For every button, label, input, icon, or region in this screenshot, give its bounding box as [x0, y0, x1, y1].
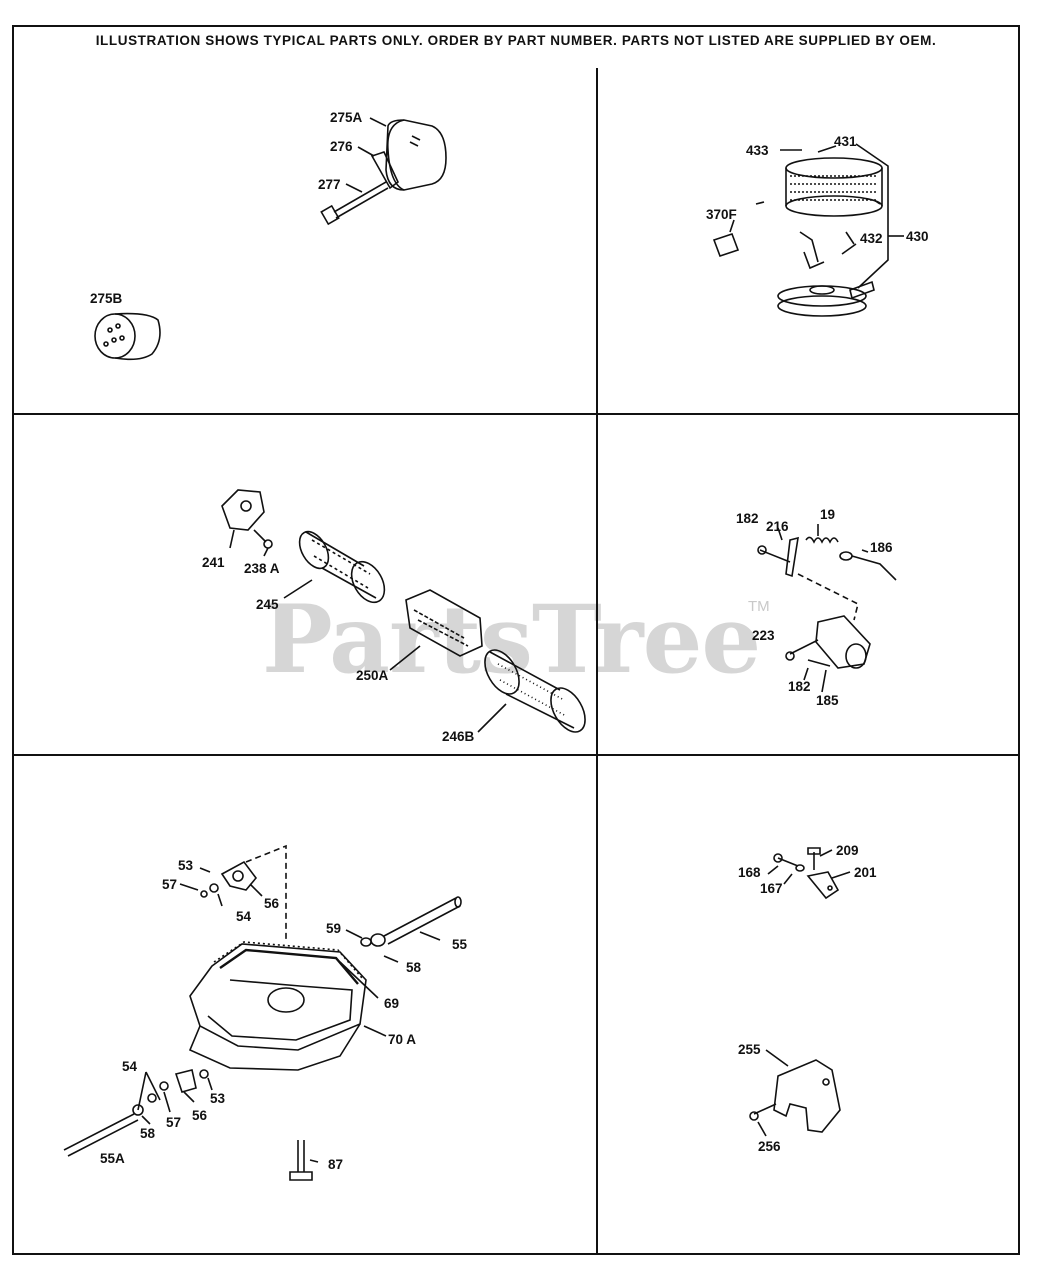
label-256: 256: [758, 1139, 781, 1154]
label-55: 55: [452, 937, 468, 952]
screw-223[interactable]: [785, 639, 819, 661]
clip-201[interactable]: [806, 871, 840, 900]
label-223: 223: [752, 628, 775, 643]
label-275a: 275A: [330, 110, 363, 125]
label-185: 185: [816, 693, 839, 708]
bolt-87[interactable]: [289, 1140, 313, 1181]
label-275b: 275B: [90, 291, 123, 306]
lever-216[interactable]: [785, 536, 799, 578]
mounting-flange-panel: [63, 844, 462, 1181]
label-277: 277: [318, 177, 341, 192]
filter-cage-250a[interactable]: [405, 589, 483, 657]
screw-238a[interactable]: [253, 529, 273, 549]
label-57-upper: 57: [162, 877, 177, 892]
label-54-upper: 54: [236, 909, 252, 924]
watermark-text: PartsTree: [262, 585, 761, 695]
air-filter-panel: [221, 489, 592, 738]
label-sticker-370f[interactable]: [712, 232, 740, 258]
filter-body-430[interactable]: [777, 231, 875, 317]
label-246b: 246B: [442, 729, 475, 744]
label-432: 432: [860, 231, 883, 246]
muffler-labels: 275A 276 277 275B: [90, 110, 363, 306]
deflector-part-276[interactable]: [370, 151, 399, 190]
crankshaft-55[interactable]: [383, 896, 462, 945]
label-59: 59: [326, 921, 341, 936]
shield-panel: [749, 1049, 841, 1137]
label-57-lower: 57: [166, 1115, 181, 1130]
link-186[interactable]: [839, 551, 897, 581]
label-430: 430: [906, 229, 929, 244]
governor-shaft-55a[interactable]: [63, 1113, 139, 1157]
filter-base-241[interactable]: [221, 489, 265, 531]
shield-labels: 255 256: [738, 1042, 781, 1154]
spring-19[interactable]: [805, 536, 839, 544]
label-201: 201: [854, 865, 877, 880]
air-cleaner-labels: 433 431 370F 432 430: [706, 134, 929, 246]
label-53-lower: 53: [210, 1091, 226, 1106]
label-56-lower: 56: [192, 1108, 208, 1123]
label-55a: 55A: [100, 1151, 125, 1166]
label-87: 87: [328, 1157, 343, 1172]
shield-255[interactable]: [773, 1059, 841, 1133]
label-53-upper: 53: [178, 858, 194, 873]
label-276: 276: [330, 139, 353, 154]
label-182-lower: 182: [788, 679, 811, 694]
screw-256[interactable]: [749, 1103, 777, 1121]
frame-grid: [12, 25, 1020, 1255]
label-69: 69: [384, 996, 399, 1011]
label-241: 241: [202, 555, 225, 570]
label-182-upper: 182: [736, 511, 759, 526]
bracket-185[interactable]: [815, 615, 871, 669]
label-216: 216: [766, 519, 789, 534]
label-19: 19: [820, 507, 835, 522]
governor-link-labels: 182 216 19 186 223 182 185: [736, 507, 893, 708]
label-431: 431: [834, 134, 857, 149]
muffler-part-275a[interactable]: [385, 119, 447, 191]
label-167: 167: [760, 881, 783, 896]
filter-element-245[interactable]: [294, 527, 392, 608]
muffler-panel: [94, 117, 447, 361]
governor-link-panel: [757, 524, 897, 693]
header-notice: ILLUSTRATION SHOWS TYPICAL PARTS ONLY. O…: [95, 33, 937, 48]
washer-59-bearing-58[interactable]: [360, 933, 386, 947]
label-238a: 238 A: [244, 561, 280, 576]
flange-70a[interactable]: [188, 943, 367, 1071]
bracket-hardware-labels: 168 209 167 201: [738, 843, 877, 896]
label-70a: 70 A: [388, 1032, 416, 1047]
screw-part-277[interactable]: [320, 181, 389, 226]
screw-182-lower[interactable]: [807, 659, 831, 667]
screw-209[interactable]: [807, 847, 821, 870]
screw-168[interactable]: [773, 853, 799, 867]
label-255: 255: [738, 1042, 761, 1057]
label-56-upper: 56: [264, 896, 280, 911]
bracket-hardware-panel: [767, 847, 851, 900]
air-cleaner-panel: [712, 143, 904, 317]
label-58-upper: 58: [406, 960, 422, 975]
watermark-trademark: TM: [748, 598, 770, 615]
label-250a: 250A: [356, 668, 389, 683]
filter-wrap-246b[interactable]: [478, 644, 592, 738]
label-245: 245: [256, 597, 279, 612]
air-filter-labels: 241 238 A 245 250A 246B: [202, 555, 475, 744]
label-186: 186: [870, 540, 893, 555]
governor-gear-upper[interactable]: [200, 860, 258, 898]
screw-182-upper[interactable]: [757, 545, 791, 563]
label-370f: 370F: [706, 207, 737, 222]
label-433: 433: [746, 143, 769, 158]
mounting-flange-labels: 53 57 54 56 59 55 58 69 70 A 54 58 57 56…: [100, 858, 468, 1172]
label-209: 209: [836, 843, 859, 858]
governor-gear-lower[interactable]: [132, 1069, 209, 1116]
label-58-lower: 58: [140, 1126, 156, 1141]
muffler-part-275b[interactable]: [94, 312, 161, 361]
filter-element-431[interactable]: [785, 157, 883, 217]
label-54-lower: 54: [122, 1059, 138, 1074]
washer-167[interactable]: [795, 864, 805, 872]
label-168: 168: [738, 865, 761, 880]
